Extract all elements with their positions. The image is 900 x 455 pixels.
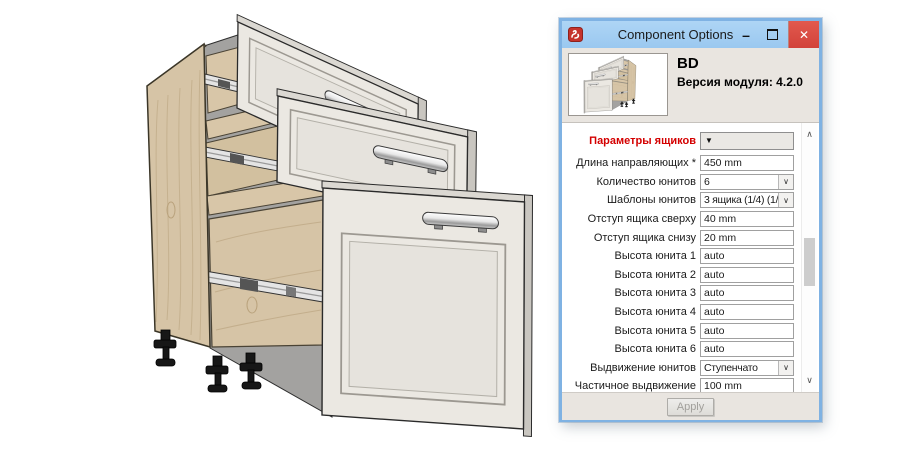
maximize-icon — [766, 29, 778, 40]
param-combobox[interactable]: Ступенчато ∨ — [700, 359, 794, 376]
scroll-up-icon[interactable]: ∧ — [806, 129, 813, 139]
param-label: Высота юнита 5 — [614, 324, 696, 337]
triangle-down-icon: ▼ — [705, 136, 713, 145]
component-name: BD — [677, 55, 699, 72]
module-version: Версия модуля: 4.2.0 — [677, 75, 803, 89]
param-row: Выдвижение юнитов Ступенчато ∨ — [568, 359, 819, 378]
param-row: Отступ ящика снизу — [568, 228, 819, 247]
param-label: Высота юнита 2 — [614, 268, 696, 281]
combobox-value: 3 ящика (1/4) (1/4) — [704, 194, 778, 207]
chevron-down-icon[interactable]: ∨ — [778, 360, 793, 375]
param-label: Выдвижение юнитов — [590, 361, 696, 374]
scroll-down-icon[interactable]: ∨ — [806, 375, 813, 385]
combobox-value: 6 — [704, 175, 710, 188]
param-input[interactable] — [700, 155, 794, 172]
param-label: Высота юнита 3 — [614, 287, 696, 300]
param-row: Шаблоны юнитов 3 ящика (1/4) (1/4) ∨ — [568, 191, 819, 210]
param-input[interactable] — [700, 378, 794, 392]
titlebar[interactable]: Component Options – ✕ — [562, 21, 819, 48]
param-row: Отступ ящика сверху — [568, 210, 819, 229]
param-row: Частичное выдвижение — [568, 377, 819, 392]
param-input[interactable] — [700, 322, 794, 339]
section-label: Параметры ящиков — [589, 134, 696, 147]
cabinet-illustration — [146, 13, 534, 438]
dynamic-components-icon — [568, 27, 583, 42]
scrollbar[interactable]: ∧ ∨ — [801, 123, 817, 392]
dialog-footer: Apply — [562, 392, 819, 420]
param-input[interactable] — [700, 341, 794, 358]
section-row: Параметры ящиков ▼ — [568, 129, 819, 152]
close-button[interactable]: ✕ — [788, 21, 819, 48]
param-input[interactable] — [700, 229, 794, 246]
param-row: Высота юнита 5 — [568, 321, 819, 340]
param-input[interactable] — [700, 304, 794, 321]
param-row: Длина направляющих * — [568, 154, 819, 173]
param-row: Количество юнитов 6 ∨ — [568, 173, 819, 192]
param-input[interactable] — [700, 211, 794, 228]
param-label: Длина направляющих * — [576, 157, 696, 170]
param-input[interactable] — [700, 285, 794, 302]
param-input[interactable] — [700, 248, 794, 265]
section-collapse-button[interactable]: ▼ — [700, 131, 794, 150]
param-row: Высота юнита 1 — [568, 247, 819, 266]
param-label: Частичное выдвижение — [574, 380, 696, 392]
param-row: Высота юнита 2 — [568, 266, 819, 285]
param-label: Отступ ящика снизу — [593, 231, 696, 244]
param-row: Высота юнита 3 — [568, 284, 819, 303]
options-panel: Параметры ящиков ▼ Длина направляющих * … — [562, 122, 819, 392]
param-label: Высота юнита 4 — [614, 306, 696, 319]
param-input[interactable] — [700, 266, 794, 283]
scrollbar-thumb[interactable] — [804, 238, 815, 286]
param-label: Шаблоны юнитов — [606, 194, 696, 207]
minimize-button[interactable]: – — [742, 26, 750, 43]
dialog-header: BD Версия модуля: 4.2.0 — [562, 48, 819, 122]
param-label: Отступ ящика сверху — [587, 213, 696, 226]
combobox-value: Ступенчато — [704, 361, 758, 374]
param-label: Высота юнита 6 — [614, 343, 696, 356]
component-thumbnail — [568, 53, 668, 116]
chevron-down-icon[interactable]: ∨ — [778, 174, 793, 189]
param-row: Высота юнита 6 — [568, 340, 819, 359]
param-combobox[interactable]: 3 ящика (1/4) (1/4) ∨ — [700, 192, 794, 209]
param-label: Высота юнита 1 — [614, 250, 696, 263]
component-options-dialog: Component Options – ✕ BD Версия модуля: … — [559, 18, 822, 422]
param-label: Количество юнитов — [596, 175, 696, 188]
apply-button[interactable]: Apply — [667, 397, 714, 416]
model-viewport[interactable] — [0, 0, 560, 450]
param-row: Высота юнита 4 — [568, 303, 819, 322]
maximize-button[interactable] — [761, 21, 783, 48]
param-combobox[interactable]: 6 ∨ — [700, 173, 794, 190]
chevron-down-icon[interactable]: ∨ — [778, 193, 793, 208]
